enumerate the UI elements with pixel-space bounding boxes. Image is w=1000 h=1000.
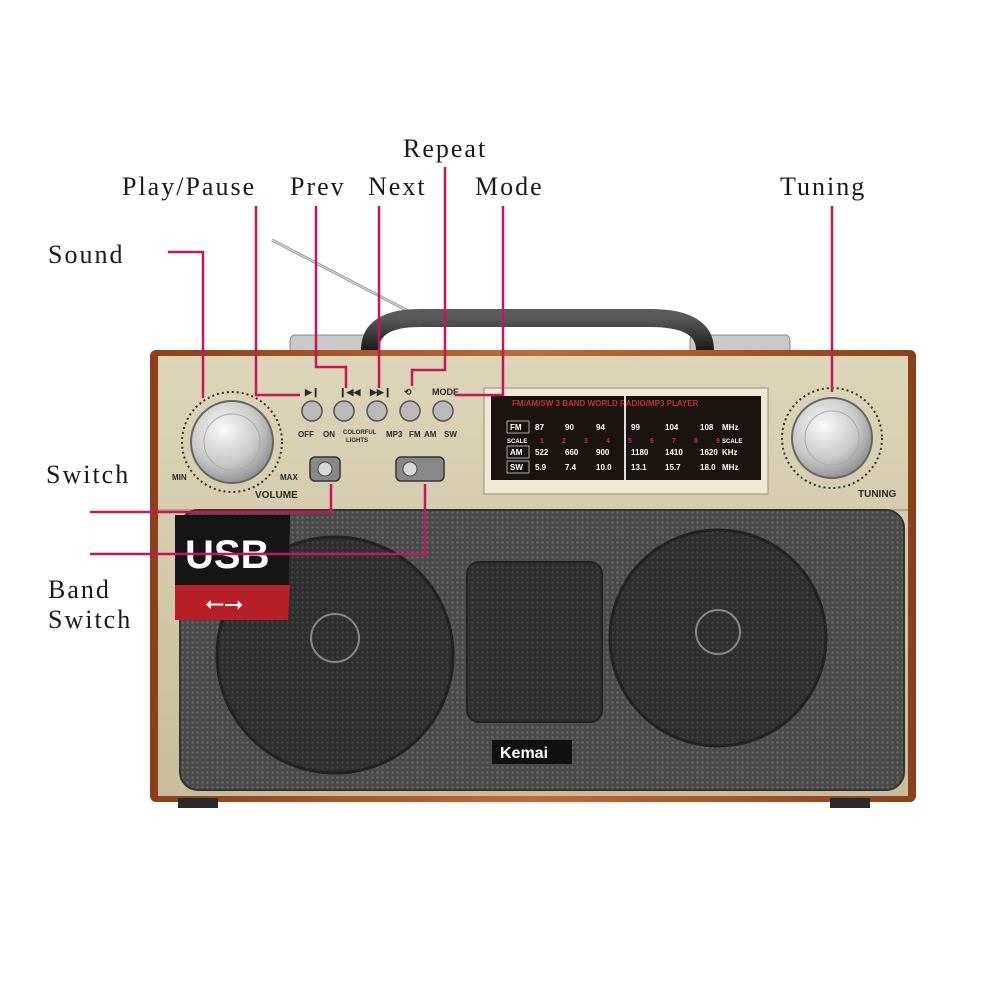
- next-button: [366, 400, 388, 422]
- brand-name: Kemai: [500, 745, 548, 762]
- control-buttons: ▶❙ ❙◀◀ ▶▶❙ ⟲ MODE: [301, 387, 459, 422]
- volume-min-label: MIN: [172, 473, 187, 482]
- dial-scale-value: 3: [584, 438, 588, 445]
- callout-tuning: Tuning: [780, 172, 867, 201]
- dial-row-fm: FM 87 90 94 99 104 108 MHz: [506, 420, 738, 434]
- usb-icon: ⭠⭢: [205, 590, 243, 617]
- dial-value: 10.0: [596, 463, 612, 472]
- dial-scale-value: 8: [694, 438, 698, 445]
- callout-next: Next: [368, 172, 427, 201]
- dial-unit-am: KHz: [722, 448, 738, 457]
- dial-row-sw: SW 5.9 7.4 10.0 13.1 15.7 18.0 MHz: [506, 460, 738, 474]
- callout-line-prev: [314, 206, 348, 388]
- center-speaker: [466, 561, 603, 723]
- band-am-label: AM: [424, 430, 437, 439]
- tuning-dial-window: FM/AM/SW 3 BAND WORLD RADIO/MP3 PLAYER: [483, 387, 769, 495]
- dial-band-fm: FM: [510, 423, 522, 432]
- dial-value: 1180: [631, 448, 649, 457]
- dial-value: 7.4: [565, 463, 577, 472]
- dial-scale-label: SCALE: [507, 439, 527, 445]
- play-pause-icon: ▶❙: [304, 387, 319, 398]
- usb-badge: USB ⭠⭢: [175, 515, 290, 620]
- dial-value: 5.9: [535, 463, 547, 472]
- callout-mode: Mode: [475, 172, 544, 201]
- right-speaker: [608, 528, 828, 748]
- callout-line-band-switch: [90, 484, 427, 556]
- dial-value: 900: [596, 448, 610, 457]
- volume-max-label: MAX: [280, 473, 298, 482]
- repeat-button: [399, 400, 421, 422]
- dial-band-am: AM: [510, 448, 523, 457]
- brand-badge: [492, 740, 572, 764]
- dial-value: 15.7: [665, 463, 681, 472]
- light-on-label: ON: [323, 430, 335, 439]
- callout-sound: Sound: [48, 240, 125, 269]
- callout-line-sound: [168, 250, 205, 398]
- dial-scale-value: 6: [650, 438, 654, 445]
- play-pause-button: [301, 400, 323, 422]
- dial-value: 94: [596, 423, 605, 432]
- dial-value: 18.0: [700, 463, 716, 472]
- dial-value: 99: [631, 423, 640, 432]
- callout-line-play-pause: [254, 206, 300, 397]
- dial-band-box: [506, 420, 530, 434]
- callout-line-switch: [90, 484, 333, 514]
- callout-repeat: Repeat: [403, 134, 488, 163]
- mode-button: [432, 400, 454, 422]
- next-icon: ▶▶❙: [369, 387, 391, 398]
- callout-band-switch-line1: Band: [48, 575, 111, 604]
- dial-scale-value: 2: [562, 438, 566, 445]
- dial-value: 13.1: [631, 463, 647, 472]
- callout-prev: Prev: [290, 172, 346, 201]
- callout-lines: [90, 167, 834, 556]
- dial-scale-value: 1: [540, 438, 544, 445]
- dial-row-am: AM 522 660 900 1180 1410 1620 KHz: [506, 445, 738, 459]
- dial-band-box: [506, 445, 530, 459]
- dial-unit-fm: MHz: [722, 423, 738, 432]
- callout-band-switch-line2: Switch: [48, 605, 133, 634]
- prev-icon: ❙◀◀: [339, 387, 361, 398]
- light-lights-label: LIGHTS: [346, 438, 368, 444]
- band-fm-label: FM: [409, 430, 421, 439]
- band-mp3-label: MP3: [386, 430, 403, 439]
- light-off-label: OFF: [298, 430, 314, 439]
- volume-knob: [181, 391, 283, 493]
- dial-scale-value: 7: [672, 438, 676, 445]
- dial-value: 522: [535, 448, 549, 457]
- callout-line-mode: [455, 206, 505, 397]
- dial-scale-value: 4: [606, 438, 610, 445]
- band-sw-label: SW: [444, 430, 457, 439]
- dial-value: 1410: [665, 448, 683, 457]
- callout-line-repeat: [410, 167, 447, 386]
- dial-band-box: [506, 460, 530, 474]
- dial-value: 104: [665, 423, 679, 432]
- dial-value: 108: [700, 423, 714, 432]
- dial-value: 1620: [700, 448, 718, 457]
- dial-value: 90: [565, 423, 574, 432]
- dial-band-sw: SW: [510, 463, 523, 472]
- dial-scale-value: 9: [716, 438, 720, 445]
- repeat-icon: ⟲: [404, 387, 412, 397]
- callout-switch: Switch: [46, 460, 131, 489]
- prev-button: [333, 400, 355, 422]
- dial-scale-value: 5: [628, 438, 632, 445]
- dial-value: 87: [535, 423, 544, 432]
- dial-scale-label-right: SCALE: [722, 439, 742, 445]
- callout-play-pause: Play/Pause: [122, 172, 257, 201]
- light-colorful-label: COLORFUL: [343, 430, 377, 436]
- volume-label: VOLUME: [255, 490, 298, 501]
- dial-title: FM/AM/SW 3 BAND WORLD RADIO/MP3 PLAYER: [512, 399, 699, 408]
- dial-unit-sw: MHz: [722, 463, 738, 472]
- dial-value: 660: [565, 448, 579, 457]
- mode-button-label: MODE: [432, 387, 459, 397]
- tuning-label: TUNING: [858, 489, 897, 500]
